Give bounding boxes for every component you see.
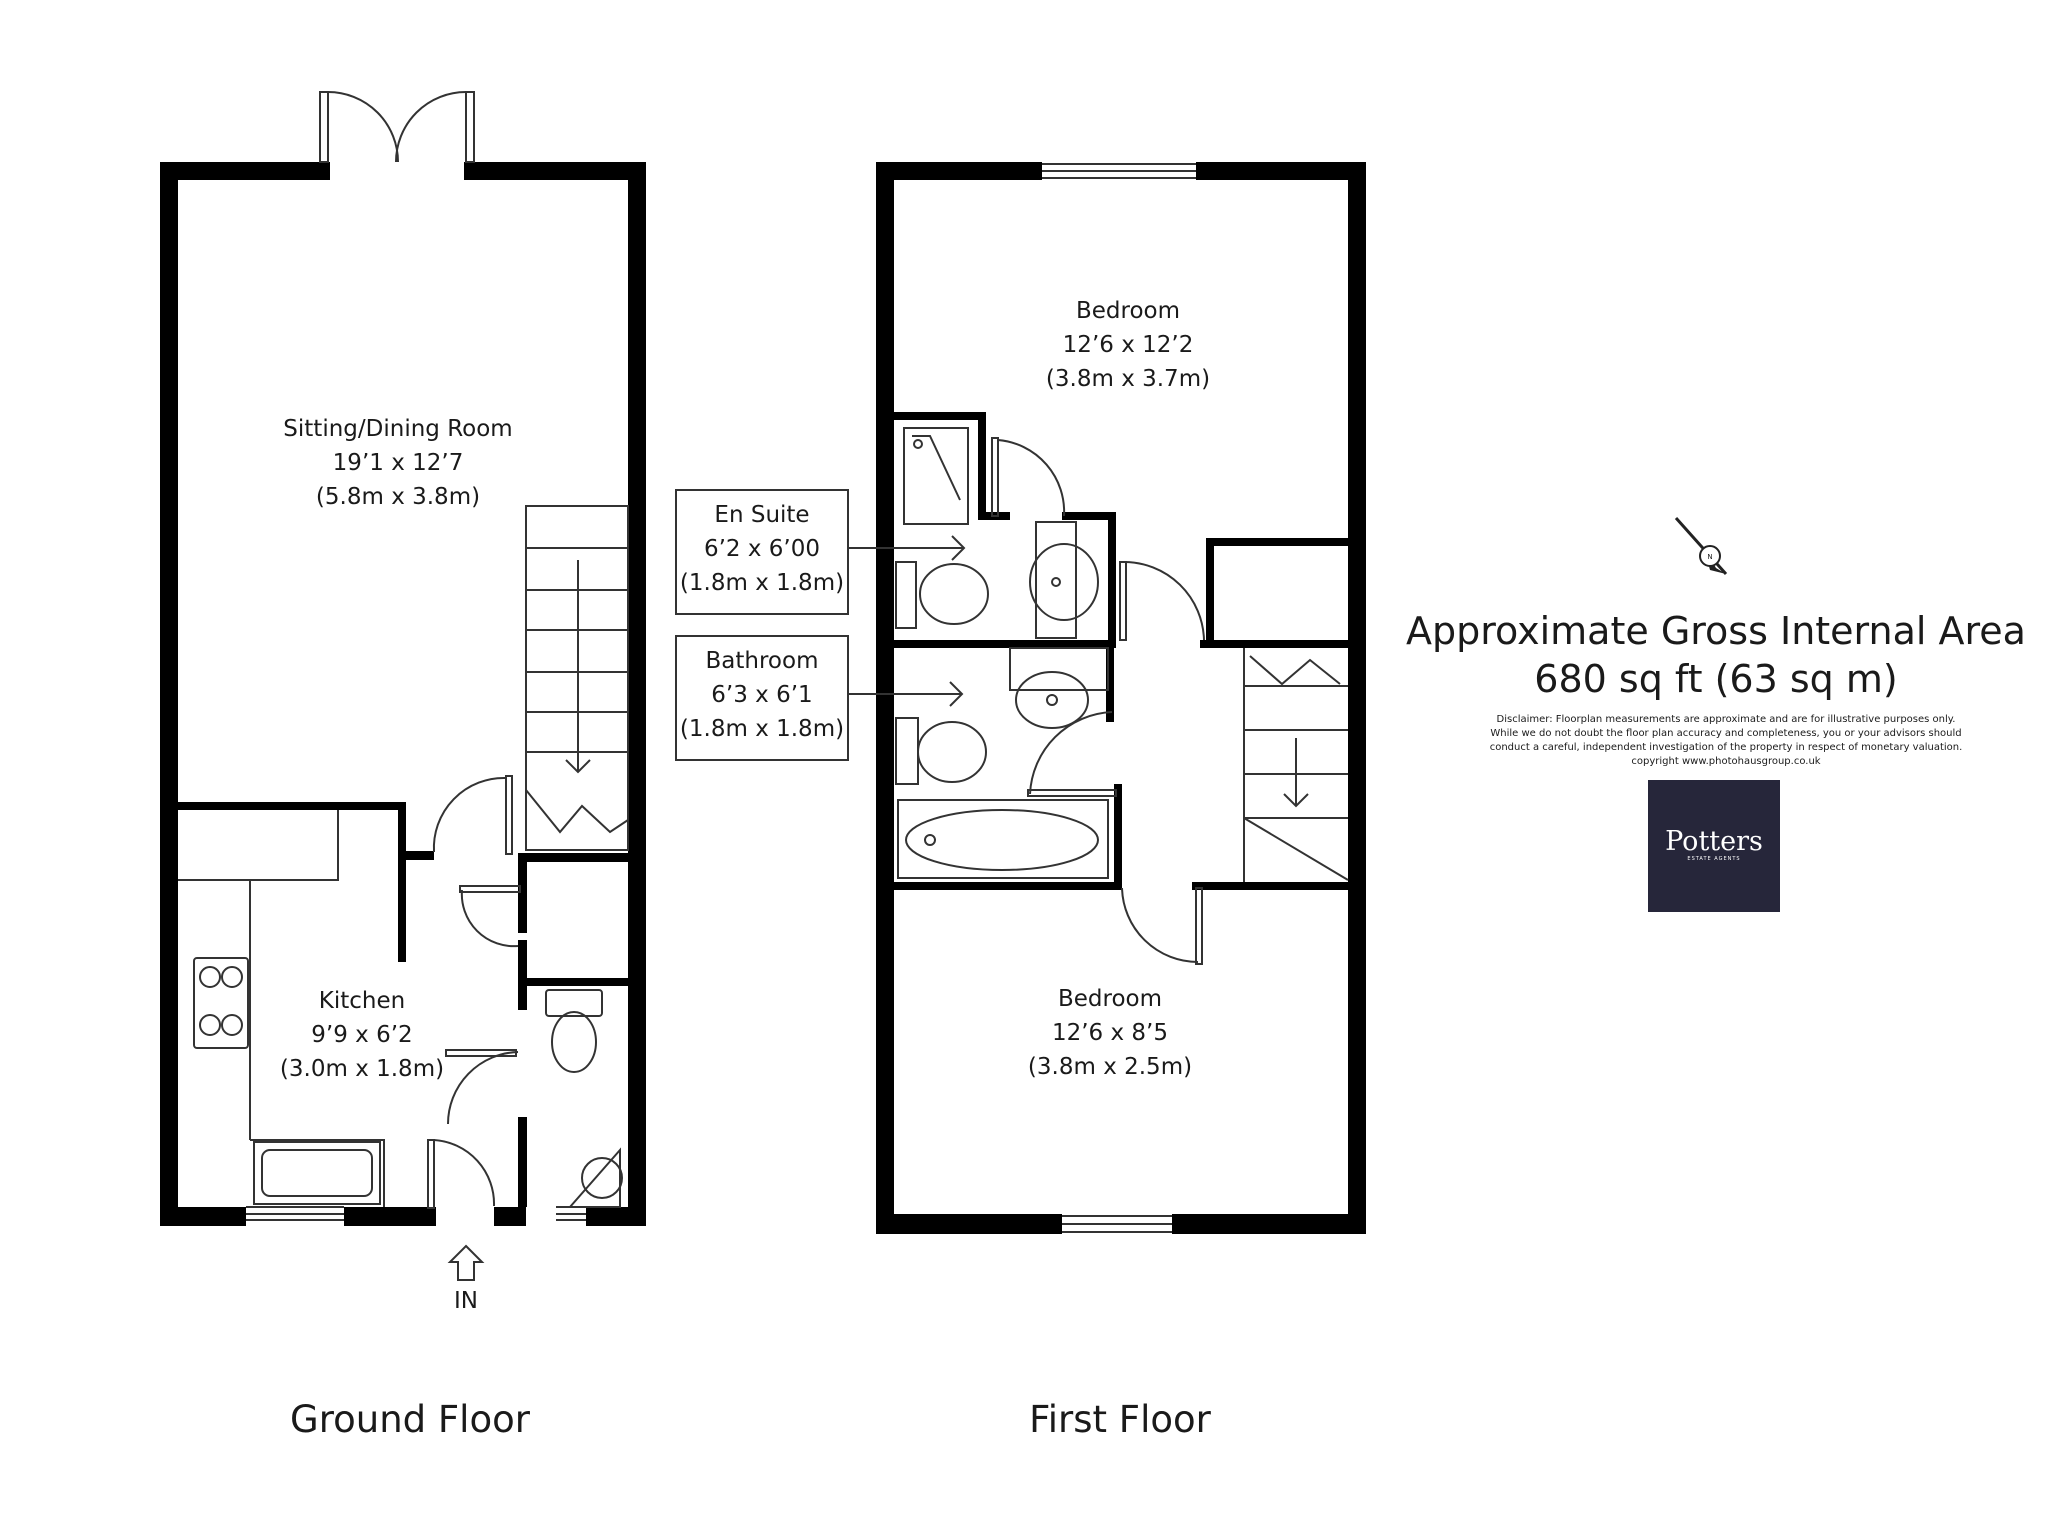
compass-icon: N	[1674, 517, 1728, 575]
ensuite-fixtures	[895, 427, 1099, 639]
first-outer-walls	[876, 162, 1366, 1234]
ground-interior-walls	[178, 802, 628, 1207]
disclaimer-line1: Disclaimer: Floorplan measurements are a…	[1497, 714, 1956, 725]
kitchen-imperial: 9’9 x 6’2	[311, 1022, 412, 1048]
ground-floor-plan: IN Sitting/Dining Room 19’1 x 12’7 (5.8m…	[160, 91, 646, 1441]
sitting-room-imperial: 19’1 x 12’7	[333, 450, 464, 476]
bathroom-metric: (1.8m x 1.8m)	[680, 716, 844, 742]
area-value: 680 sq ft (63 sq m)	[1534, 657, 1897, 701]
bedroom2-imperial: 12’6 x 8’5	[1052, 1020, 1168, 1046]
sitting-room-name: Sitting/Dining Room	[283, 416, 512, 442]
bedroom2-metric: (3.8m x 2.5m)	[1028, 1054, 1192, 1080]
label-pointer-arrows	[848, 535, 966, 707]
kitchen-fixtures	[178, 810, 385, 1221]
bedroom2-name: Bedroom	[1058, 986, 1162, 1012]
compass-letter: N	[1707, 553, 1712, 561]
ensuite-metric: (1.8m x 1.8m)	[680, 570, 844, 596]
entrance-arrow-icon	[447, 1244, 485, 1281]
ground-outer-walls	[160, 162, 646, 1226]
bathroom-fixtures	[895, 647, 1117, 879]
disclaimer-line4: copyright www.photohausgroup.co.uk	[1631, 756, 1820, 767]
disclaimer-line2: While we do not doubt the floor plan acc…	[1490, 728, 1961, 739]
logo-name: Potters	[1665, 826, 1763, 857]
ensuite-imperial: 6’2 x 6’00	[704, 536, 820, 562]
ground-doors	[427, 775, 521, 1209]
first-windows	[1042, 163, 1196, 1233]
kitchen-name: Kitchen	[319, 988, 405, 1014]
ground-stairs	[525, 505, 629, 851]
sitting-room-metric: (5.8m x 3.8m)	[316, 484, 480, 510]
potters-logo: Potters ESTATE AGENTS	[1648, 780, 1780, 912]
bathroom-imperial: 6’3 x 6’1	[711, 682, 812, 708]
first-interior-walls	[894, 412, 1348, 890]
first-stairs	[1243, 648, 1349, 882]
bathroom-name: Bathroom	[706, 648, 819, 674]
french-doors	[319, 91, 475, 163]
bedroom1-name: Bedroom	[1076, 298, 1180, 324]
area-title: Approximate Gross Internal Area	[1406, 609, 2026, 653]
kitchen-metric: (3.0m x 1.8m)	[280, 1056, 444, 1082]
bedroom1-imperial: 12’6 x 12’2	[1063, 332, 1194, 358]
first-floor-title: First Floor	[1029, 1398, 1211, 1441]
disclaimer-line3: conduct a careful, independent investiga…	[1490, 742, 1963, 753]
label-boxes	[675, 489, 849, 761]
ground-floor-title: Ground Floor	[290, 1398, 531, 1441]
first-doors	[1119, 561, 1205, 965]
bedroom1-metric: (3.8m x 3.7m)	[1046, 366, 1210, 392]
ground-wc-fixtures	[545, 989, 623, 1221]
first-floor-plan: En Suite 6’2 x 6’00 (1.8m x 1.8m) Bathro…	[675, 162, 1366, 1441]
logo-tagline: ESTATE AGENTS	[1687, 856, 1740, 862]
entrance-label: IN	[454, 1288, 478, 1314]
ensuite-name: En Suite	[714, 502, 809, 528]
